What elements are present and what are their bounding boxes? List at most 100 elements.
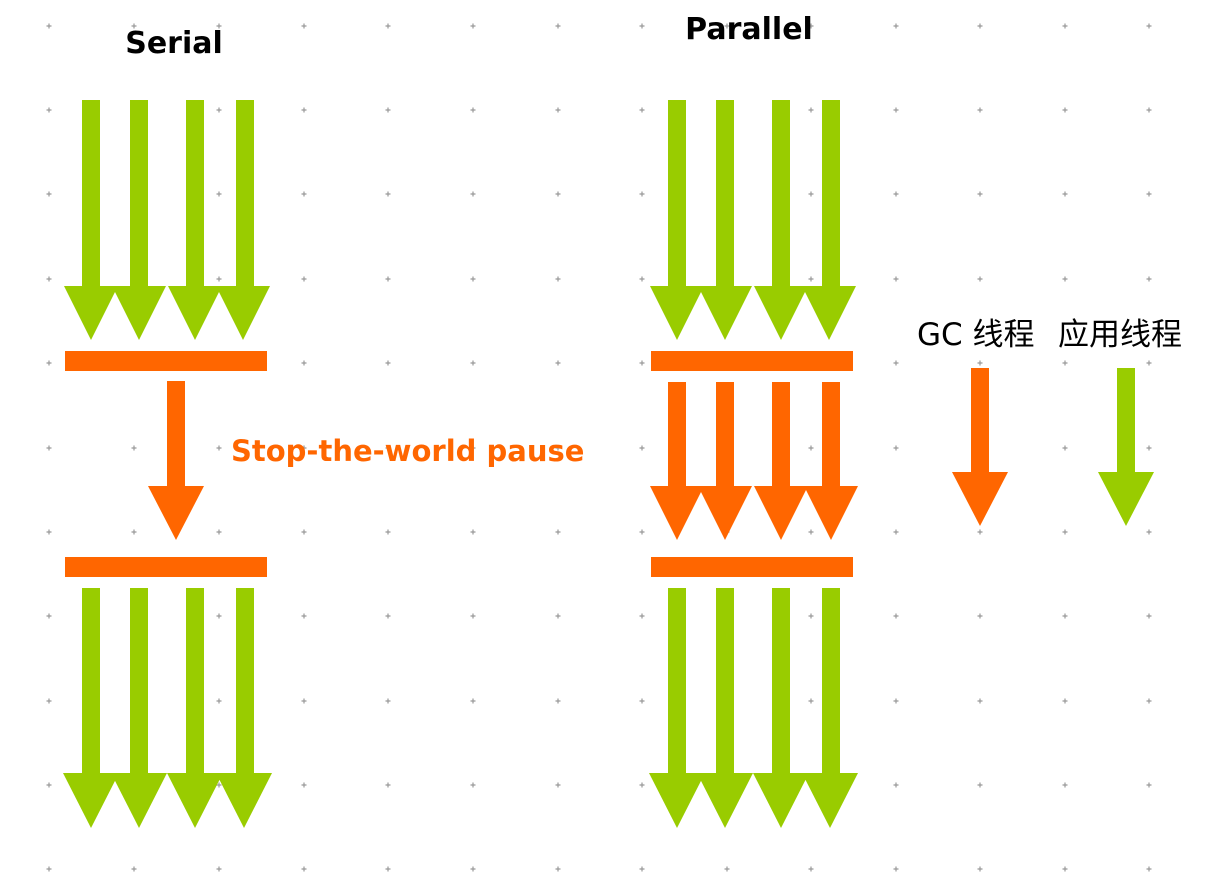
app-thread-arrow [167, 588, 223, 828]
grid-dot [977, 107, 983, 113]
app-thread-arrow [64, 100, 118, 340]
grid-dot [977, 698, 983, 704]
grid-dot [977, 23, 983, 29]
grid-dot [555, 866, 561, 872]
grid-dot [46, 191, 52, 197]
grid-dot [1146, 613, 1152, 619]
parallel-pause-start-bar [651, 351, 853, 371]
grid-dot [46, 276, 52, 282]
grid-dot [216, 445, 222, 451]
grid-dot [1062, 613, 1068, 619]
grid-dot [977, 276, 983, 282]
serial-pause-start-bar [65, 351, 267, 371]
gc-thread-arrow [804, 382, 858, 540]
grid-dot [1146, 529, 1152, 535]
grid-dot [301, 276, 307, 282]
grid-dot [470, 866, 476, 872]
grid-dot [301, 613, 307, 619]
grid-dot [639, 191, 645, 197]
grid-dot [555, 107, 561, 113]
grid-dot [131, 23, 137, 29]
grid-dot [46, 23, 52, 29]
grid-dot [385, 529, 391, 535]
grid-dot [555, 191, 561, 197]
grid-dot [977, 191, 983, 197]
grid-dot [639, 23, 645, 29]
legend-app-thread-label: 应用线程 [1058, 317, 1182, 353]
grid-dot [1146, 782, 1152, 788]
app-thread-arrow [754, 100, 808, 340]
grid-dot [808, 529, 814, 535]
grid-dot [385, 866, 391, 872]
grid-dot [301, 360, 307, 366]
grid-dot [216, 782, 222, 788]
grid-dot [470, 698, 476, 704]
gc-thread-arrow [698, 382, 752, 540]
grid-dot [470, 276, 476, 282]
grid-dot [555, 698, 561, 704]
background-grid [46, 23, 1152, 872]
grid-dot [385, 276, 391, 282]
grid-dot [555, 782, 561, 788]
grid-dot [1146, 445, 1152, 451]
grid-dot [385, 613, 391, 619]
grid-dot [301, 191, 307, 197]
grid-dot [893, 866, 899, 872]
grid-dot [639, 698, 645, 704]
grid-dot [1062, 360, 1068, 366]
grid-dot [893, 191, 899, 197]
grid-dot [46, 107, 52, 113]
grid-dot [555, 276, 561, 282]
grid-dot [385, 107, 391, 113]
grid-dot [470, 107, 476, 113]
grid-dot [301, 866, 307, 872]
grid-dot [893, 276, 899, 282]
grid-dot [46, 698, 52, 704]
grid-dot [385, 698, 391, 704]
grid-dot [639, 866, 645, 872]
grid-dot [808, 23, 814, 29]
grid-dot [639, 782, 645, 788]
grid-dot [46, 613, 52, 619]
grid-dot [639, 276, 645, 282]
grid-dot [216, 191, 222, 197]
grid-dot [1062, 529, 1068, 535]
grid-dot [555, 613, 561, 619]
stop-the-world-label: Stop-the-world pause [231, 434, 584, 468]
grid-dot [1062, 445, 1068, 451]
grid-dot [639, 529, 645, 535]
grid-dot [893, 107, 899, 113]
grid-dot [1062, 191, 1068, 197]
grid-dot [808, 107, 814, 113]
grid-dot [1146, 698, 1152, 704]
grid-dot [1062, 107, 1068, 113]
grid-dot [977, 782, 983, 788]
grid-dot [893, 698, 899, 704]
serial-title: Serial [125, 26, 223, 61]
grid-dot [301, 698, 307, 704]
grid-dot [1146, 107, 1152, 113]
grid-dot [470, 191, 476, 197]
grid-dot [385, 360, 391, 366]
serial-pause-end-bar [65, 557, 267, 577]
grid-dot [216, 23, 222, 29]
legend-app-thread-arrow [1098, 368, 1154, 526]
grid-dot [893, 445, 899, 451]
grid-dot [639, 445, 645, 451]
app-thread-arrow [697, 588, 753, 828]
grid-dot [470, 445, 476, 451]
grid-dot [46, 782, 52, 788]
grid-dot [977, 866, 983, 872]
grid-dot [301, 23, 307, 29]
grid-dot [1146, 360, 1152, 366]
grid-dot [470, 613, 476, 619]
grid-dot [893, 613, 899, 619]
grid-dot [977, 529, 983, 535]
grid-dot [808, 613, 814, 619]
grid-dot [893, 529, 899, 535]
grid-dot [470, 360, 476, 366]
grid-dot [470, 782, 476, 788]
serial-gc-thread-arrow [148, 381, 204, 540]
legend-gc-thread-label: GC 线程 [917, 317, 1035, 353]
grid-dot [893, 23, 899, 29]
